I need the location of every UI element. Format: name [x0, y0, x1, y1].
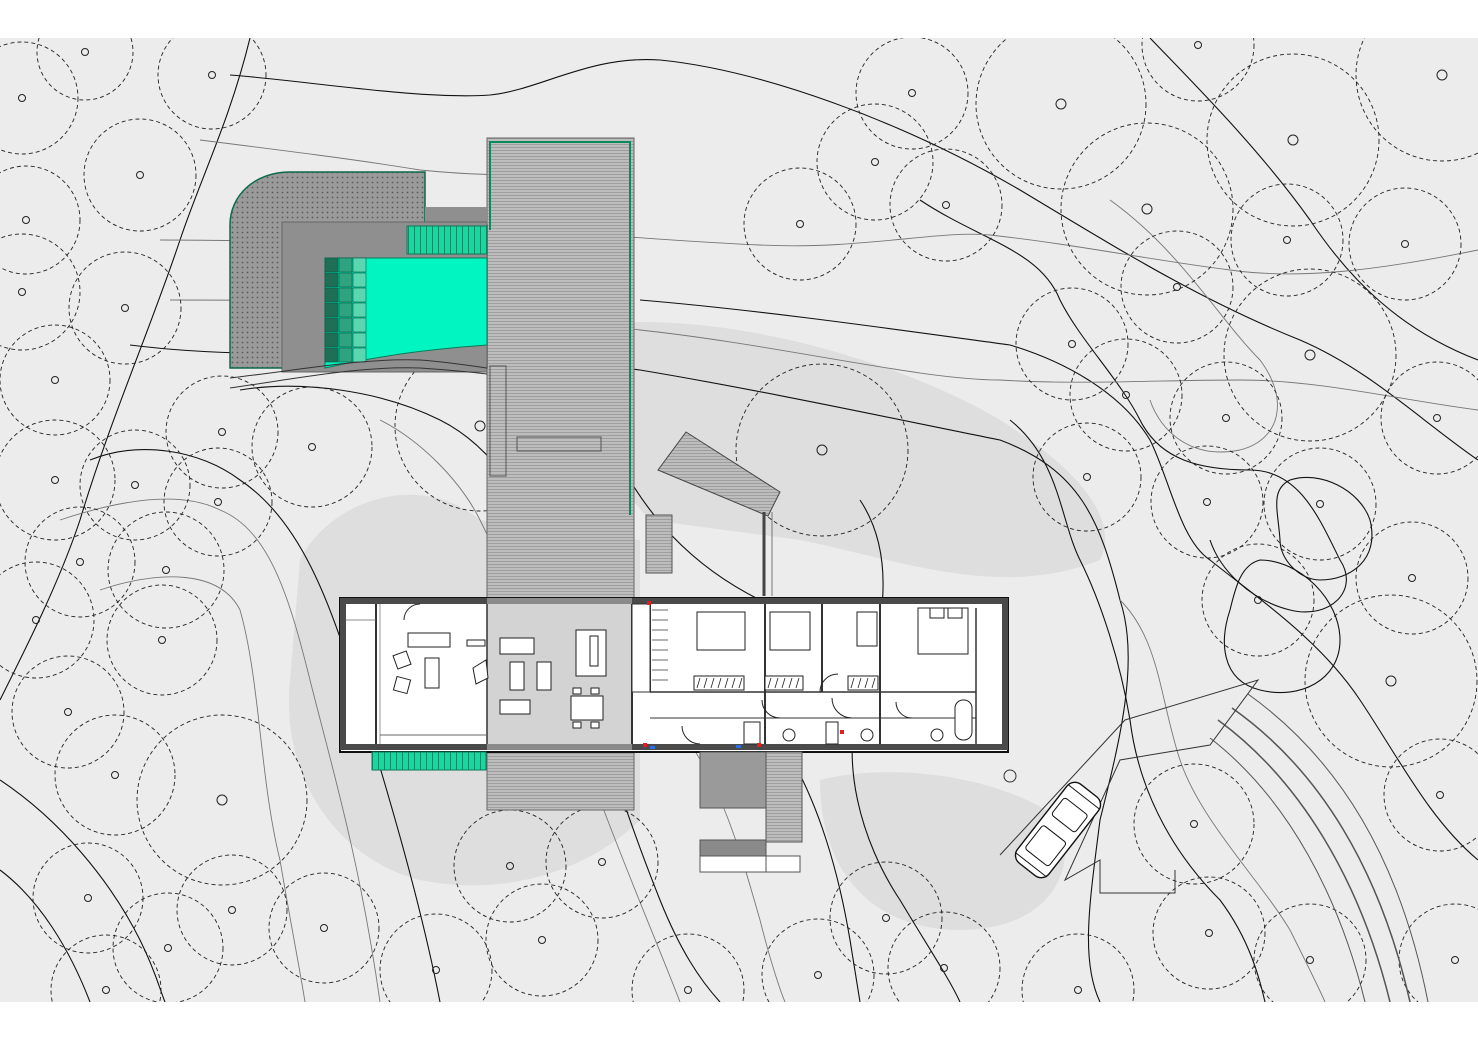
tree-symbol: [761, 918, 875, 1002]
tree-symbol: [0, 419, 116, 541]
tree-symbol: [855, 38, 969, 150]
tree-symbol: [485, 883, 599, 997]
tree-symbol: [816, 103, 934, 221]
tree-symbol: [163, 447, 273, 557]
tree-symbol: [743, 167, 857, 281]
tree-symbol: [68, 251, 182, 365]
tree-symbol: [1021, 933, 1135, 1002]
tree-symbol: [1253, 903, 1367, 1002]
tree-symbol: [0, 41, 79, 155]
entry-stair: [371, 751, 803, 873]
tree-symbol: [1230, 183, 1344, 297]
tree-symbol: [889, 148, 1003, 262]
tree-symbol: [1355, 521, 1469, 635]
tree-symbol: [11, 655, 125, 769]
tree-symbol: [79, 429, 191, 541]
tree-symbol: [1383, 738, 1478, 852]
tree-symbol: [1069, 338, 1183, 452]
carport-outline: [999, 679, 1260, 894]
tree-symbol: [379, 913, 493, 1002]
tree-symbol: [24, 506, 136, 618]
tree-symbol: [1152, 876, 1266, 990]
tree-symbol: [176, 854, 288, 966]
tree-symbol: [50, 934, 162, 1002]
tree-symbol: [1150, 445, 1264, 559]
tree-symbol: [1206, 53, 1380, 227]
tree-symbol: [1060, 122, 1234, 296]
tree-symbol: [157, 38, 267, 130]
tree-symbol: [829, 861, 943, 975]
swimming-pool: [229, 171, 488, 389]
tree-symbol: [0, 233, 81, 351]
tree-symbol: [1355, 38, 1478, 162]
tree-symbol: [545, 805, 659, 919]
tree-symbol: [0, 165, 81, 275]
house-floor-plan: [339, 597, 1009, 753]
tree-symbol: [1133, 763, 1255, 885]
tree-symbol: [1169, 361, 1283, 475]
tree-symbol: [106, 584, 218, 696]
tree-symbol: [887, 911, 1001, 1002]
tree-symbol: [251, 386, 373, 508]
tree-symbol: [36, 38, 134, 101]
tree-symbol: [1348, 187, 1462, 301]
tree-symbol: [1120, 230, 1234, 344]
curved-driveway: [1209, 693, 1429, 1002]
tree-symbol: [1223, 268, 1397, 442]
tree-symbol: [1380, 361, 1478, 475]
tree-symbol: [165, 375, 279, 489]
tree-symbol: [975, 38, 1147, 190]
tree-symbol: [268, 872, 380, 984]
parked-car: [1014, 781, 1102, 879]
tree-symbol: [136, 714, 308, 886]
tree-symbol: [631, 933, 745, 1002]
tree-symbol: [1201, 543, 1315, 657]
tree-symbol: [0, 561, 95, 679]
tree-symbol: [112, 892, 224, 1002]
garden-stair: [657, 431, 781, 596]
tree-symbol: [83, 118, 197, 232]
tree-symbol: [32, 842, 144, 954]
tree-symbol: [735, 363, 909, 537]
tree-symbol: [1263, 447, 1377, 561]
tree-symbol: [0, 324, 111, 436]
contour-lines: [0, 38, 1478, 1002]
tree-symbol: [1141, 38, 1255, 102]
tree-symbol: [54, 714, 176, 836]
tree-symbol: [1032, 422, 1142, 532]
tree-symbol: [453, 809, 567, 923]
tree-symbol: [107, 511, 225, 629]
tree-symbol: [1015, 287, 1129, 401]
